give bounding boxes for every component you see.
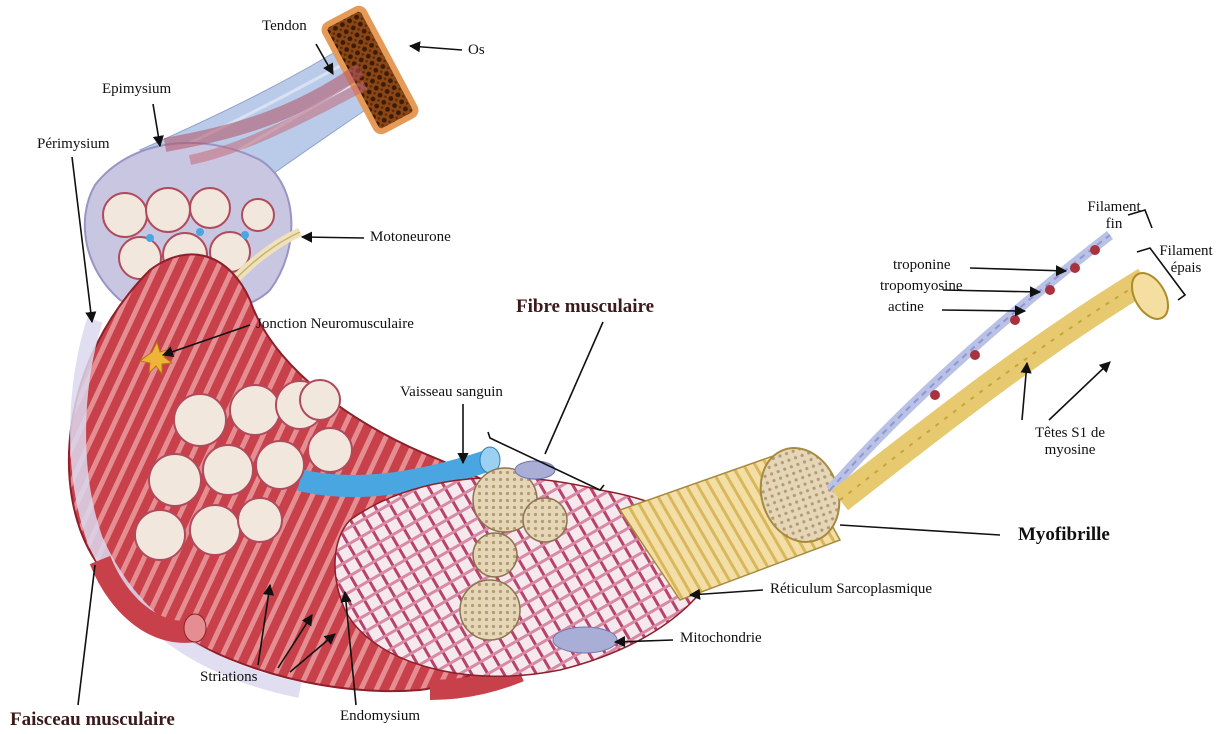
label-filament-fin-line2: fin (1078, 216, 1150, 233)
mitochondria-shape (553, 627, 617, 653)
label-motoneurone: Motoneurone (370, 229, 451, 246)
label-tetes-s1-line1: Têtes S1 de (1015, 425, 1125, 442)
label-filament-epais: Filament épais (1150, 243, 1222, 277)
label-tetes-s1-line2: myosine (1015, 442, 1125, 459)
label-faisceau-musculaire: Faisceau musculaire (10, 709, 175, 730)
label-tendon: Tendon (262, 18, 307, 35)
label-tropomyosine: tropomyosine (880, 278, 963, 295)
label-tetes-s1: Têtes S1 de myosine (1015, 425, 1125, 459)
label-mitochondrie: Mitochondrie (680, 630, 762, 647)
label-filament-epais-line1: Filament (1150, 243, 1222, 260)
label-vaisseau-sanguin: Vaisseau sanguin (400, 384, 503, 401)
label-filament-fin-line1: Filament (1078, 199, 1150, 216)
label-reticulum-sarcoplasmique: Réticulum Sarcoplasmique (770, 581, 932, 598)
label-filament-fin: Filament fin (1078, 199, 1150, 233)
label-epimysium: Epimysium (102, 81, 171, 98)
label-endomysium: Endomysium (340, 708, 420, 725)
label-os: Os (468, 42, 485, 59)
label-myofibrille: Myofibrille (1018, 524, 1110, 545)
label-striations: Striations (200, 669, 258, 686)
label-jonction-neuromusculaire: Jonction Neuromusculaire (256, 316, 414, 333)
label-filament-epais-line2: épais (1150, 260, 1222, 277)
label-fibre-musculaire: Fibre musculaire (516, 296, 654, 317)
label-actine: actine (888, 299, 924, 316)
label-perimysium: Périmysium (37, 136, 110, 153)
thick-filament (840, 280, 1145, 500)
label-troponine: troponine (893, 257, 951, 274)
